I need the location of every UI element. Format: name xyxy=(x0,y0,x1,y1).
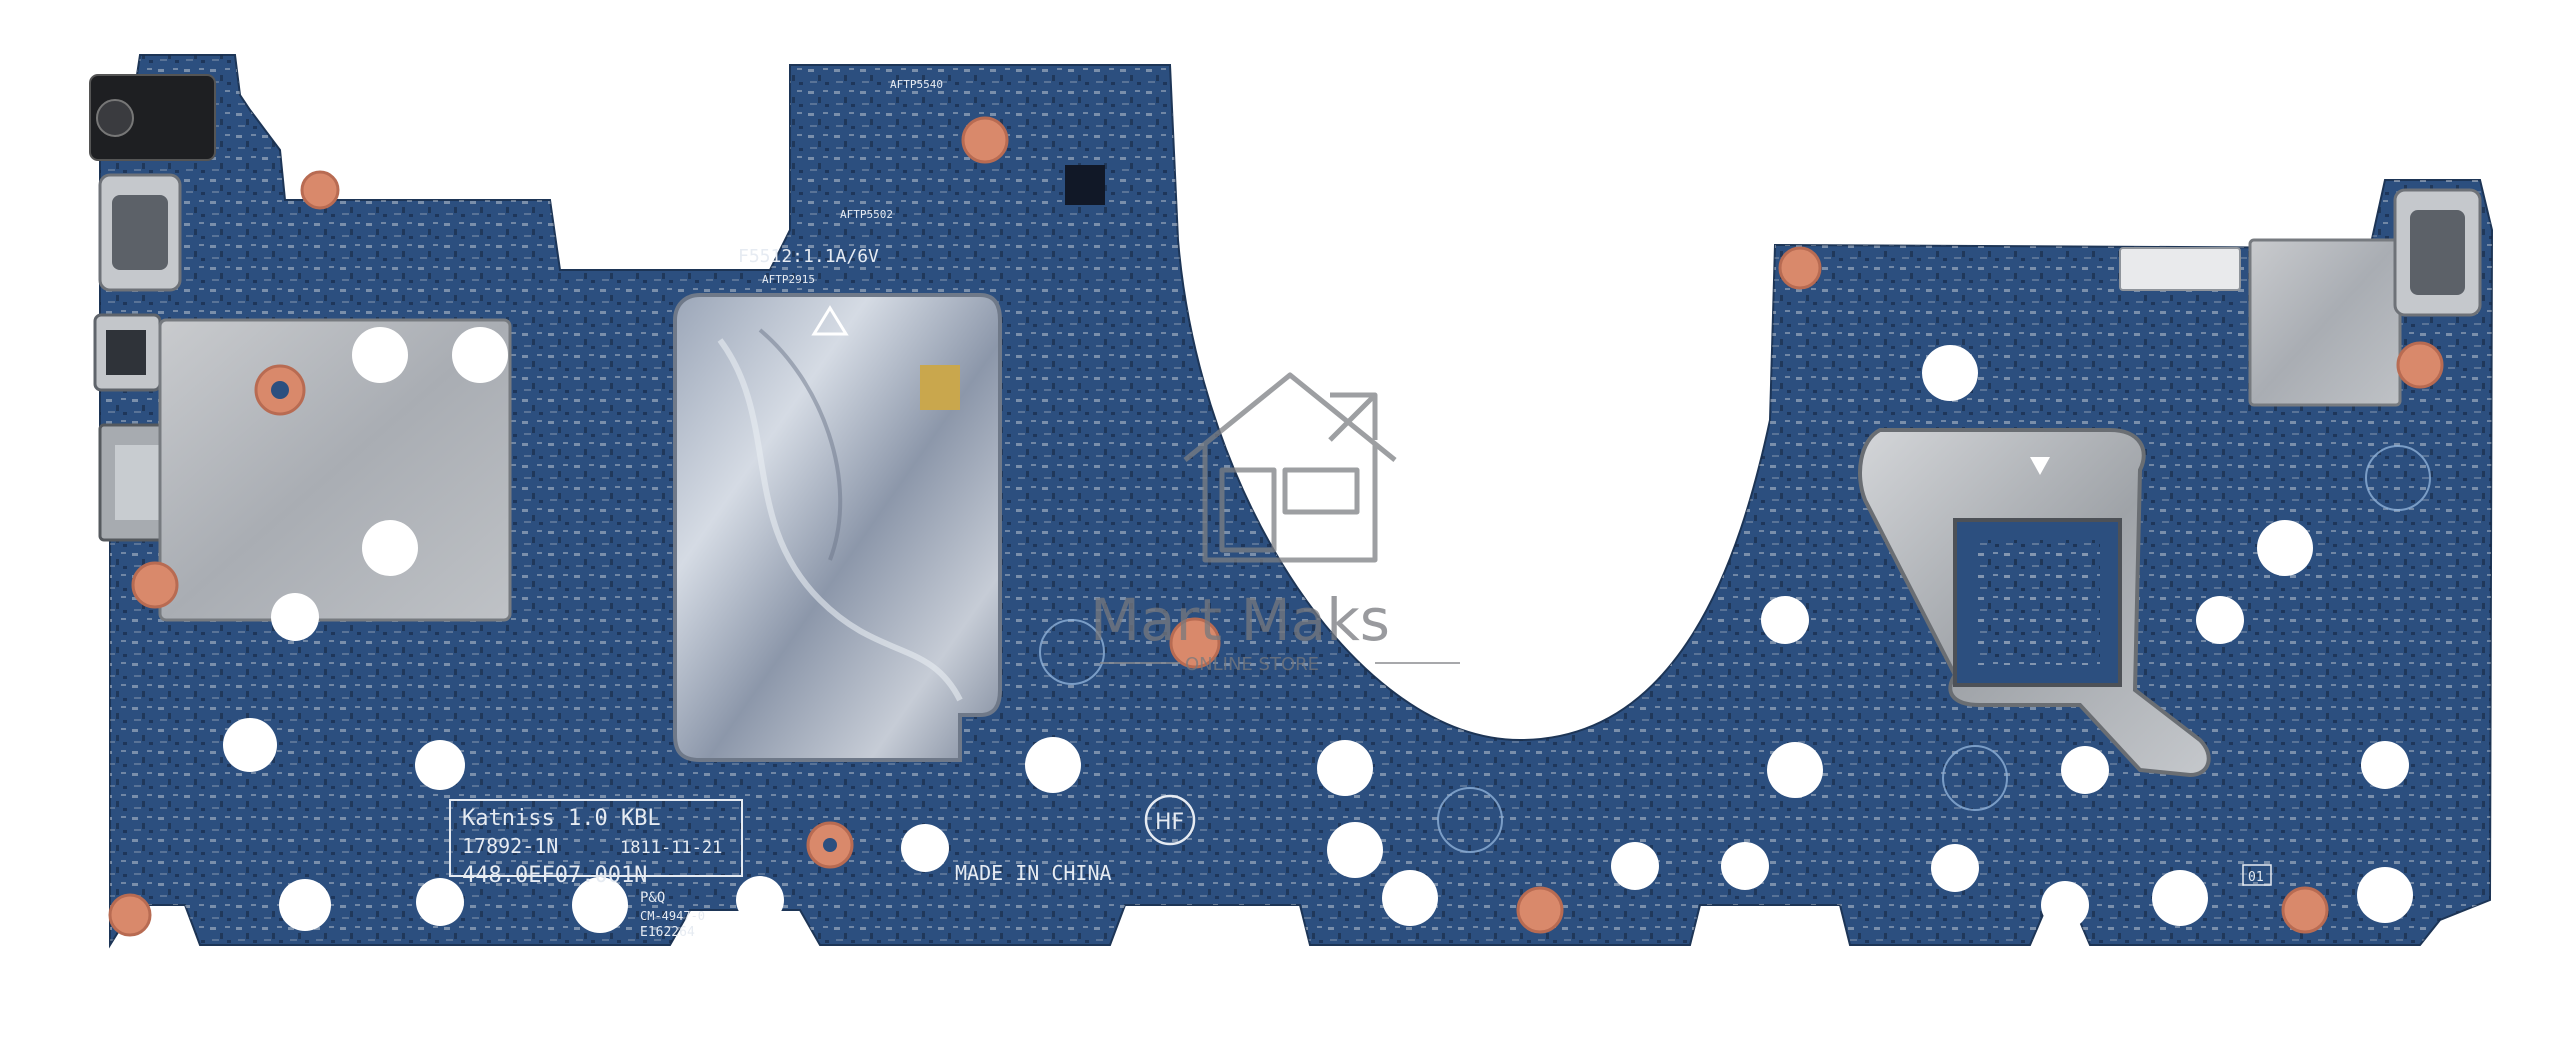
cm-code: CM-4947-0 xyxy=(640,909,705,923)
silkscreen-box xyxy=(449,799,743,877)
ic-chip xyxy=(1065,165,1105,205)
audio-jack xyxy=(89,74,216,161)
sticker-box xyxy=(2242,864,2272,886)
project-name: Katniss 1.0 KBL xyxy=(462,806,661,831)
rf-shield-left xyxy=(158,318,512,622)
aftp-left-label: AFTP2915 xyxy=(762,273,815,286)
date-code: 1811-11-21 xyxy=(620,838,722,858)
fuse-label: F5512:1.1A/6V xyxy=(738,246,879,267)
ul-file: E162264 xyxy=(640,925,695,940)
aftp-upper-label: AFTP5502 xyxy=(840,208,893,221)
white-connector xyxy=(2119,247,2241,291)
mounting-holes xyxy=(223,327,2413,933)
part-number: 448.0EF07.001N xyxy=(462,863,647,888)
sticker-label: 01 xyxy=(2248,870,2264,885)
rf-shield-right xyxy=(2248,238,2402,407)
made-in-label: MADE IN CHINA xyxy=(955,861,1112,885)
triangle-marker-icon-right xyxy=(2030,457,2050,475)
watermark-brand: Mart Maks xyxy=(1090,586,1390,654)
copper-pads xyxy=(108,116,2444,937)
board-number: 17892-1N xyxy=(462,834,558,858)
aftp-top-label: AFTP5540 xyxy=(890,78,943,91)
triangle-marker-icon xyxy=(811,305,849,336)
hf-mark: HF xyxy=(1155,810,1184,835)
watermark-tagline: ONLINE STORE xyxy=(1185,654,1319,675)
watermark: Mart Maks ONLINE STORE xyxy=(1090,372,1460,675)
ul-mark: P&Q xyxy=(640,890,665,906)
house-logo-icon xyxy=(1183,372,1397,563)
hf-mark-circle xyxy=(1144,794,1196,846)
